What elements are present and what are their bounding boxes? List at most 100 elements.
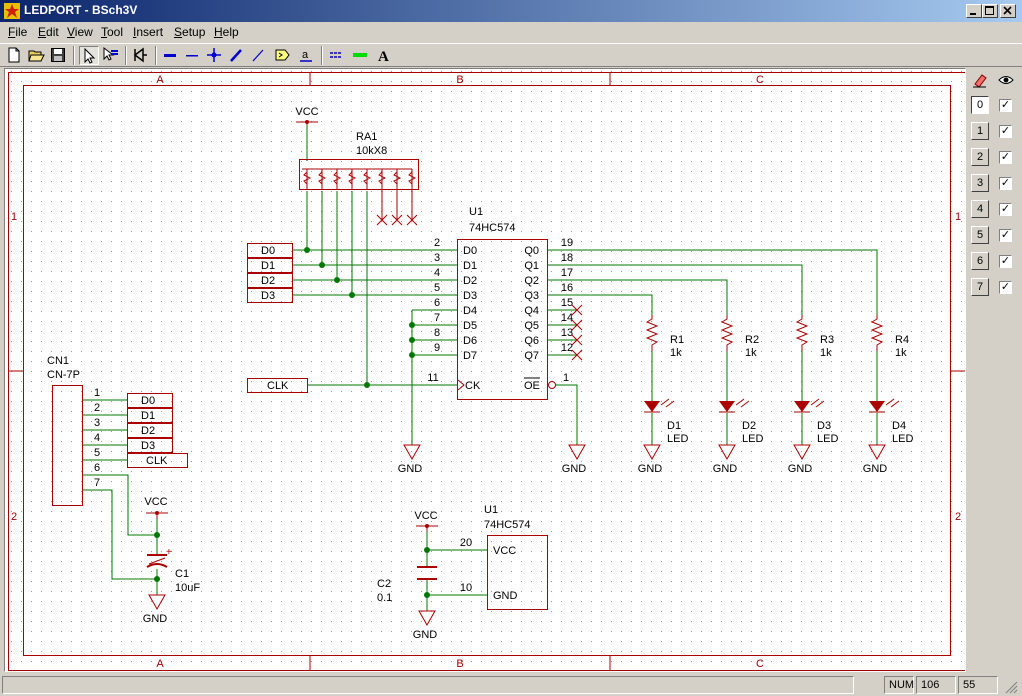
input-tags[interactable]: D0 D1 D2 D3 CLK [247,243,308,393]
layer-2-visible-checkbox[interactable]: ✓ [999,151,1012,164]
frame-row-label: 2 [11,511,17,523]
menu-edit[interactable]: Edit [38,25,59,39]
sheet-frame [8,72,965,671]
frame-row-label: 1 [11,211,17,223]
bus-icon [164,54,176,57]
svg-text:D2: D2 [463,275,477,287]
layer-0-button[interactable]: 0 [971,96,989,114]
layer-3-button[interactable]: 3 [971,174,989,192]
c2-ref: C2 [377,578,391,590]
svg-text:14: 14 [561,312,573,324]
cn1-tag: CLK [146,455,168,467]
menu-view[interactable]: View [67,25,93,39]
svg-text:2: 2 [434,237,440,249]
comment-line-button[interactable] [327,46,347,65]
new-button[interactable] [5,46,25,65]
ic-u1[interactable]: U1 74HC574 2 3 4 5 6 7 8 9 D0 D1 D2 D3 D… [427,206,583,400]
layer-4-button[interactable]: 4 [971,200,989,218]
layer-6-visible-checkbox[interactable]: ✓ [999,255,1012,268]
resize-grip-icon[interactable] [1004,680,1018,694]
minimize-button[interactable] [966,4,982,18]
leds[interactable] [644,398,900,413]
tag-button[interactable] [273,46,293,65]
tag-d2: D2 [261,275,275,287]
gnd-label: GND [398,463,423,475]
layer-4-visible-checkbox[interactable]: ✓ [999,203,1012,216]
svg-text:D1: D1 [463,260,477,272]
bus-button[interactable] [161,46,181,65]
u1-ck-name: CK [465,380,481,392]
save-button[interactable] [49,46,69,65]
layer-1-visible-checkbox[interactable]: ✓ [999,125,1012,138]
svg-text:a: a [302,49,309,61]
select-arrow-icon [84,47,96,64]
layer-5-button[interactable]: 5 [971,226,989,244]
menu-file[interactable]: File [8,25,28,39]
open-button[interactable] [27,46,47,65]
layer-0-visible-checkbox[interactable]: ✓ [999,99,1012,112]
vcc-symbol: VCC [295,106,319,125]
wire-button[interactable] [183,46,203,65]
label-button[interactable]: a [297,46,317,65]
menu-setup[interactable]: Setup [174,25,206,39]
svg-text:Q1: Q1 [524,260,539,272]
svg-text:18: 18 [561,252,573,264]
svg-text:7: 7 [94,477,100,489]
frame-col-label: A [156,74,164,86]
eraser-icon[interactable] [972,72,988,88]
drag-select-button[interactable] [101,46,121,65]
text-button[interactable]: A [375,46,395,65]
resistor-array-ra1[interactable]: RA1 10kX8 [299,131,419,226]
layer-5-visible-checkbox[interactable]: ✓ [999,229,1012,242]
svg-text:D1: D1 [667,420,681,432]
svg-text:8: 8 [434,327,440,339]
u1-power-ref: U1 [484,504,498,516]
layer-2-button[interactable]: 2 [971,148,989,166]
frame-row-label: 2 [955,511,961,523]
gnd-label: GND [562,463,587,475]
resistors[interactable] [645,315,884,351]
component-button[interactable] [131,46,151,65]
capacitor-c2[interactable]: C2 0.1 [377,566,437,604]
capacitor-c1[interactable]: + C1 10uF [146,547,200,594]
gnd-label: GND [413,629,438,641]
menu-help[interactable]: Help [214,25,239,39]
frame-col-label: C [756,658,764,670]
close-button[interactable] [1000,4,1016,18]
c2-value: 0.1 [377,592,392,604]
comment-line-icon [330,52,342,58]
select-button[interactable] [79,46,99,65]
layer-1-button[interactable]: 1 [971,122,989,140]
svg-text:Q7: Q7 [524,350,539,362]
wire-icon [186,55,198,57]
svg-text:LED: LED [817,433,838,445]
ra1-ref: RA1 [356,131,377,143]
layer-6-button[interactable]: 6 [971,252,989,270]
layer-7-visible-checkbox[interactable]: ✓ [999,281,1012,294]
tag-d0: D0 [261,245,275,257]
maximize-button[interactable] [982,4,998,18]
marker-line-button[interactable] [351,46,371,65]
tag-d3: D3 [261,290,275,302]
layer-3-visible-checkbox[interactable]: ✓ [999,177,1012,190]
menu-tool[interactable]: Tool [101,25,124,39]
schematic-canvas[interactable]: A B C A B C 1 2 1 2 [4,68,966,672]
toolbar-separator [155,46,157,65]
schematic-svg[interactable]: A B C A B C 1 2 1 2 [5,69,966,672]
junction-icon [207,48,221,62]
menu-insert[interactable]: Insert [133,25,164,39]
svg-text:Q3: Q3 [524,290,539,302]
layer-panel: 0 ✓ 1 ✓ 2 ✓ 3 ✓ 4 ✓ 5 ✓ 6 ✓ 7 ✓ [968,68,1020,672]
ic-u1-power[interactable]: U1 74HC574 20 10 VCC GND [460,504,548,610]
toolbar: a A [0,43,1022,67]
cn1-tag: D1 [141,410,155,422]
layer-7-button[interactable]: 7 [971,278,989,296]
u1-power-value: 74HC574 [484,519,530,531]
bus-entry-button[interactable] [227,46,247,65]
junction-button[interactable] [205,46,225,65]
svg-text:13: 13 [561,327,573,339]
connector-cn1[interactable]: CN1 CN-7P 1 2 3 4 5 6 7 D0 D1 D2 D3 CLK [47,355,188,506]
entry-button[interactable] [249,46,269,65]
svg-text:R4: R4 [895,334,909,346]
toolbar-separator [125,46,127,65]
